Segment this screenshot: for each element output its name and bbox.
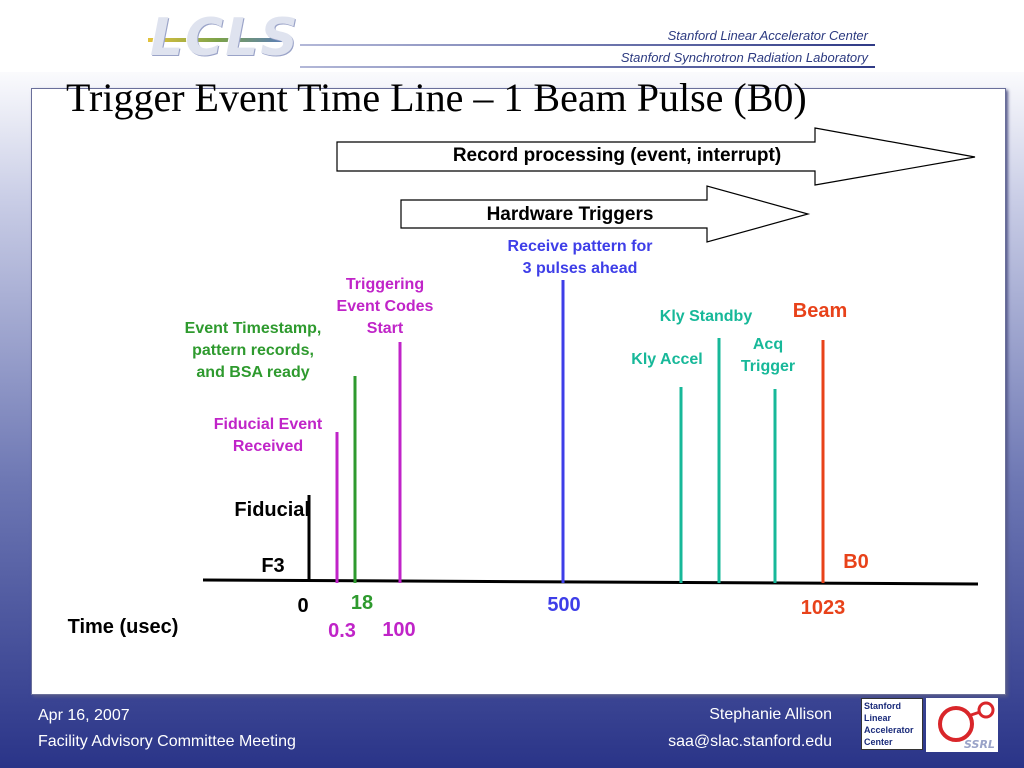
time-axis-label: Time (usec) bbox=[67, 616, 179, 638]
beam-label: Beam bbox=[792, 300, 848, 322]
record-processing-label: Record processing (event, interrupt) bbox=[452, 145, 782, 166]
ssrl-text: SSRL bbox=[964, 738, 995, 751]
footer-email: saa@slac.stanford.edu bbox=[668, 733, 832, 750]
lab-divider-2 bbox=[300, 66, 875, 68]
slac-logo: Stanford Linear Accelerator Center bbox=[861, 698, 923, 750]
content-panel bbox=[31, 88, 1006, 695]
record-processing-arrow bbox=[336, 127, 976, 186]
page-title: Trigger Event Time Line – 1 Beam Pulse (… bbox=[66, 75, 807, 120]
tick-500: 500 bbox=[547, 594, 581, 616]
fiducial-received-label: Fiducial Event Received bbox=[213, 416, 323, 455]
logo-bar bbox=[148, 38, 288, 42]
ssrl-logo: SSRL bbox=[926, 698, 998, 752]
tick-0: 0 bbox=[297, 595, 309, 617]
footer-date: Apr 16, 2007 bbox=[38, 707, 130, 724]
lab-name-slac: Stanford Linear Accelerator Center bbox=[667, 28, 868, 43]
lab-divider-1 bbox=[300, 44, 875, 46]
footer-author: Stephanie Allison bbox=[709, 706, 832, 723]
lcls-logo: LCLS bbox=[150, 8, 300, 68]
tick-100: 100 bbox=[382, 619, 416, 641]
time-axis bbox=[202, 578, 979, 586]
fiducial-label: Fiducial bbox=[234, 499, 310, 521]
b0-label: B0 bbox=[843, 551, 869, 573]
tick-0-3: 0.3 bbox=[328, 620, 356, 642]
header: LCLS Stanford Linear Accelerator Center … bbox=[0, 0, 1024, 72]
receive-pattern-label: Receive pattern for 3 pulses ahead bbox=[507, 238, 653, 277]
event-timestamp-label: Event Timestamp, pattern records, and BS… bbox=[184, 320, 322, 381]
hardware-triggers-arrow bbox=[400, 185, 811, 243]
triggering-codes-label: Triggering Event Codes Start bbox=[336, 276, 434, 337]
lab-name-ssrl: Stanford Synchrotron Radiation Laborator… bbox=[620, 50, 868, 65]
tick-18: 18 bbox=[350, 592, 374, 614]
f3-label: F3 bbox=[261, 555, 285, 577]
kly-accel-label: Kly Accel bbox=[631, 351, 703, 368]
acq-trigger-label: Acq Trigger bbox=[740, 336, 796, 375]
hardware-triggers-label: Hardware Triggers bbox=[486, 204, 654, 225]
kly-standby-label: Kly Standby bbox=[659, 308, 753, 325]
ssrl-ring-icon: SSRL bbox=[926, 698, 998, 752]
tick-1023: 1023 bbox=[800, 597, 846, 619]
footer-meeting: Facility Advisory Committee Meeting bbox=[38, 733, 296, 750]
